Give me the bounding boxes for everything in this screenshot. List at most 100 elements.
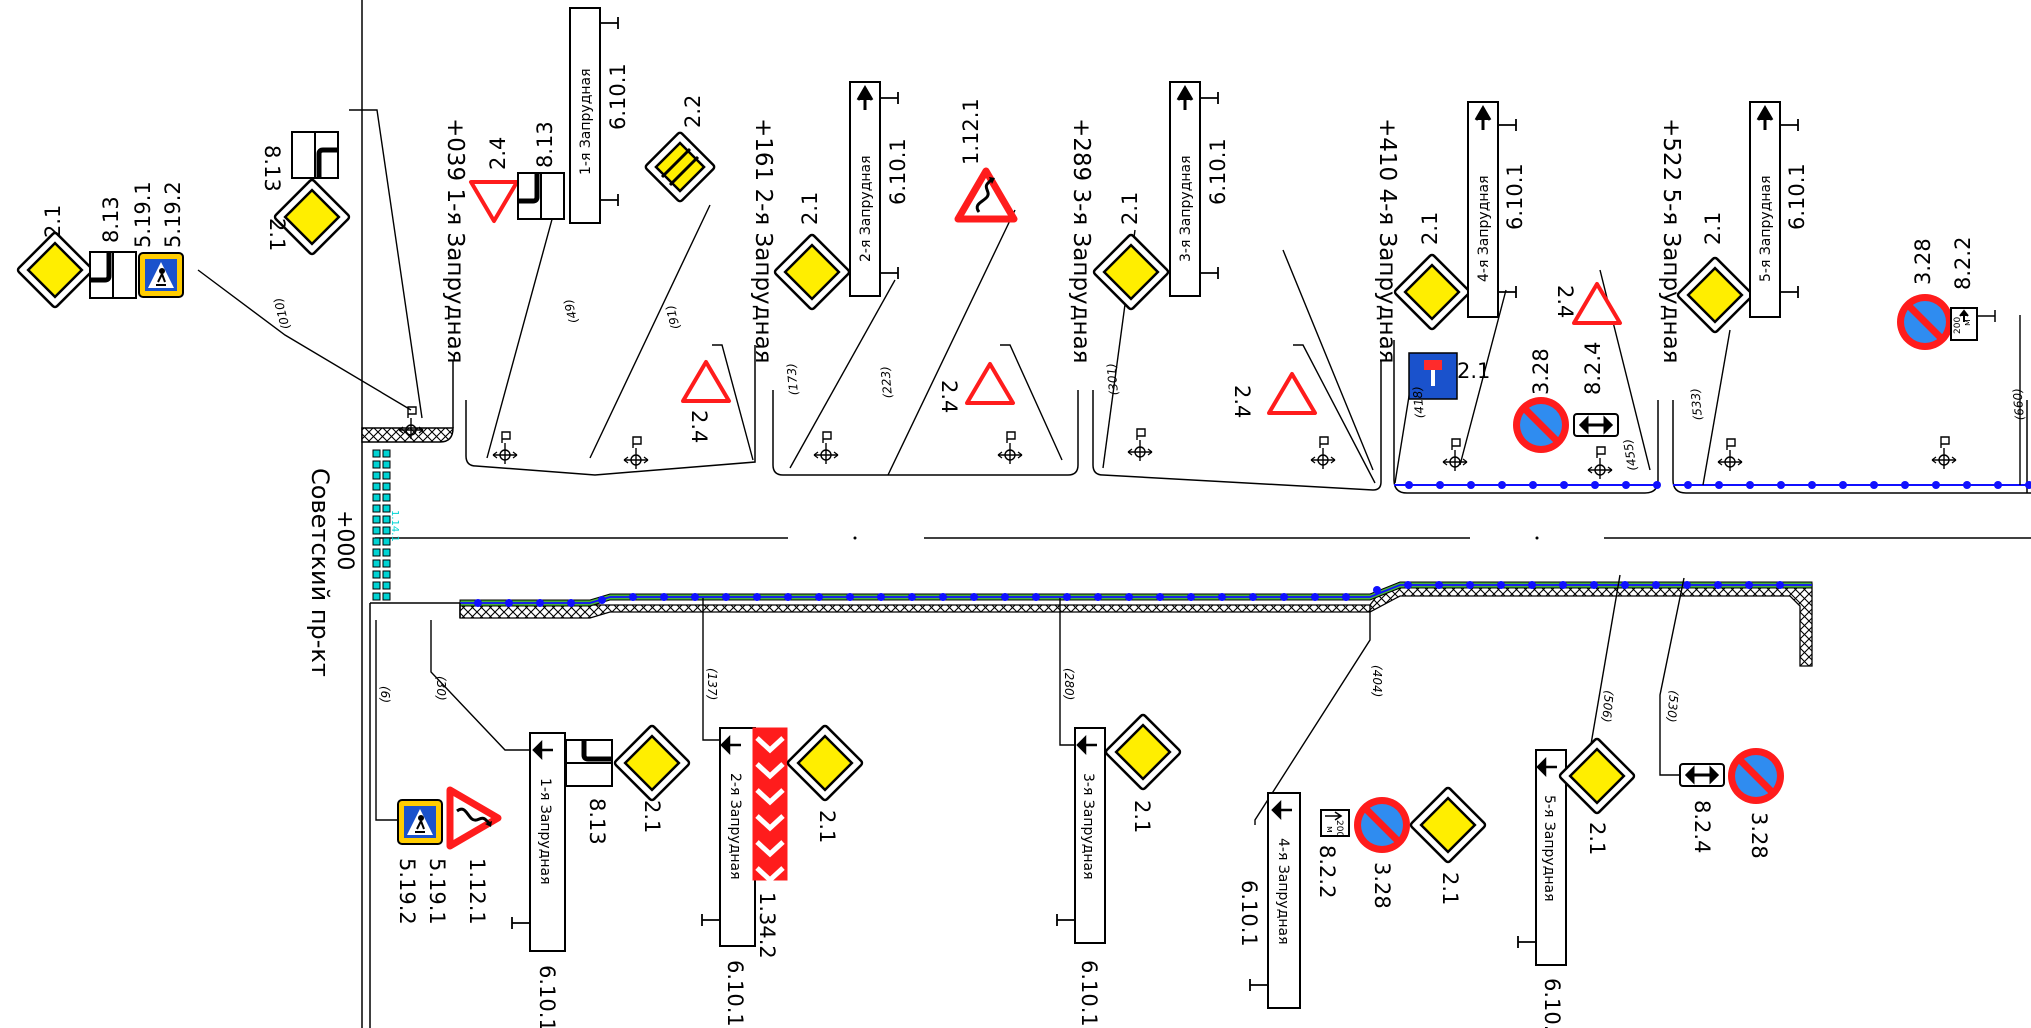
lamp bbox=[1621, 581, 1629, 589]
lamp bbox=[1249, 593, 1257, 601]
code-label: 8.13 bbox=[585, 798, 609, 845]
crosswalk-block bbox=[382, 548, 391, 557]
chainage-label: (223) bbox=[878, 366, 895, 399]
board-top-4-name: 4-я Запрудная bbox=[1476, 175, 1492, 282]
code-label: 8.2.2 bbox=[1951, 237, 1975, 290]
chainage-label: (010) bbox=[271, 296, 293, 331]
crosswalk-block bbox=[372, 548, 381, 557]
crosswalk-block bbox=[372, 460, 381, 469]
code-label: 2.1 bbox=[640, 800, 664, 833]
chainage-label: (506) bbox=[1599, 690, 1616, 723]
chainage-label: (530) bbox=[1664, 690, 1681, 723]
code-label: 2.4 bbox=[1230, 385, 1254, 418]
priority-sign-2-1 bbox=[15, 230, 95, 310]
code-label: 6.10.1 bbox=[1206, 138, 1230, 205]
branch-5-label: +522 5-я Запрудная bbox=[1658, 118, 1684, 364]
code-label: 5.19.2 bbox=[395, 858, 419, 925]
chevron-mark bbox=[755, 736, 785, 754]
bends-sign-1-12-1 bbox=[450, 790, 498, 846]
lamp bbox=[1063, 593, 1071, 601]
plate-8-2-4 bbox=[1678, 762, 1726, 788]
crosswalk-block bbox=[382, 592, 391, 601]
lamp bbox=[1653, 481, 1661, 489]
distance-plate-unit: м bbox=[1963, 319, 1973, 326]
give-way-sign-2-4 bbox=[681, 360, 731, 403]
no-stopping-sign-3-28 bbox=[1728, 748, 1784, 804]
code-label: 3.28 bbox=[1747, 812, 1771, 859]
crosswalk-block bbox=[372, 504, 381, 513]
code-label: 2.1 bbox=[798, 192, 822, 225]
lamp bbox=[1467, 481, 1475, 489]
lamp bbox=[1590, 581, 1598, 589]
crosswalk-block bbox=[372, 592, 381, 601]
code-label: 8.2.4 bbox=[1690, 800, 1714, 853]
lamp bbox=[1187, 593, 1195, 601]
crosswalk-block bbox=[382, 570, 391, 579]
signs bbox=[15, 7, 1996, 1009]
lamp bbox=[1497, 581, 1505, 589]
crosswalk-block bbox=[372, 471, 381, 480]
lamp bbox=[474, 599, 482, 607]
code-label: 2.1 bbox=[1457, 359, 1490, 383]
crosswalk-block bbox=[382, 515, 391, 524]
chainage-label: (49) bbox=[561, 297, 581, 324]
lamp bbox=[1466, 581, 1474, 589]
lamp bbox=[1715, 481, 1723, 489]
code-label: 2.1 bbox=[1118, 192, 1142, 225]
chainage-label: (137) bbox=[705, 668, 719, 700]
crosswalk-block bbox=[382, 504, 391, 513]
board-bottom-1-name: 1-я Запрудная bbox=[537, 778, 553, 885]
give-way-sign-2-4 bbox=[1572, 282, 1622, 325]
priority-sign-2-1 bbox=[612, 723, 692, 803]
plate-8-13 bbox=[292, 132, 338, 178]
chainage-label: (30) bbox=[434, 676, 448, 701]
lamp bbox=[1870, 481, 1878, 489]
priority-sign-2-1 bbox=[785, 723, 865, 803]
code-label: 6.10.1 bbox=[606, 63, 630, 130]
lamp bbox=[1591, 481, 1599, 489]
crosswalk-block bbox=[372, 581, 381, 590]
crosswalk-block bbox=[382, 460, 391, 469]
no-stopping-sign-3-28 bbox=[1354, 797, 1410, 853]
board-top-2-name: 2-я Запрудная bbox=[858, 155, 874, 262]
code-label: 5.19.2 bbox=[161, 181, 185, 248]
chevron-mark bbox=[755, 840, 785, 858]
priority-sign-2-1 bbox=[1091, 232, 1171, 312]
code-label: 2.4 bbox=[1553, 285, 1577, 318]
code-label: 2.2 bbox=[681, 95, 705, 128]
code-label: 2.4 bbox=[687, 410, 711, 443]
give-way-sign-2-4 bbox=[469, 180, 519, 223]
crosswalk-block bbox=[372, 482, 381, 491]
main-station-label: +000 bbox=[332, 510, 357, 570]
no-stopping-sign-3-28 bbox=[1897, 294, 1953, 350]
lamp bbox=[1218, 593, 1226, 601]
code-label: 5.19.1 bbox=[131, 181, 155, 248]
code-label: 6.10.1 bbox=[1540, 978, 1564, 1028]
main-street-label: Советский пр-кт bbox=[306, 468, 334, 677]
lamp bbox=[1156, 593, 1164, 601]
code-label: 1.34.2 bbox=[755, 892, 779, 959]
lamp bbox=[1839, 481, 1847, 489]
lamp bbox=[908, 593, 916, 601]
board-bottom-5-name: 5-я Запрудная bbox=[1541, 795, 1557, 902]
chainage-label: (6) bbox=[378, 686, 392, 703]
lamp bbox=[1683, 581, 1691, 589]
priority-sign-2-1 bbox=[1392, 252, 1472, 332]
crosswalk-block bbox=[372, 515, 381, 524]
plate-8-13 bbox=[90, 252, 136, 298]
board-bottom-3-name: 3-я Запрудная bbox=[1080, 773, 1096, 880]
priority-sign-2-1 bbox=[1103, 712, 1183, 792]
chevron-mark bbox=[755, 788, 785, 806]
crosswalk-block bbox=[382, 471, 391, 480]
lamp bbox=[1776, 581, 1784, 589]
lamp bbox=[815, 593, 823, 601]
code-label: 2.1 bbox=[1701, 212, 1725, 245]
code-label: 8.2.4 bbox=[1581, 342, 1605, 395]
leader-lines bbox=[197, 109, 2021, 825]
code-label: 2.1 bbox=[265, 218, 289, 251]
lamp bbox=[1963, 481, 1971, 489]
priority-sign-2-1 bbox=[1557, 736, 1637, 816]
give-way-sign-2-4 bbox=[965, 362, 1015, 405]
code-label: 8.13 bbox=[533, 121, 557, 168]
